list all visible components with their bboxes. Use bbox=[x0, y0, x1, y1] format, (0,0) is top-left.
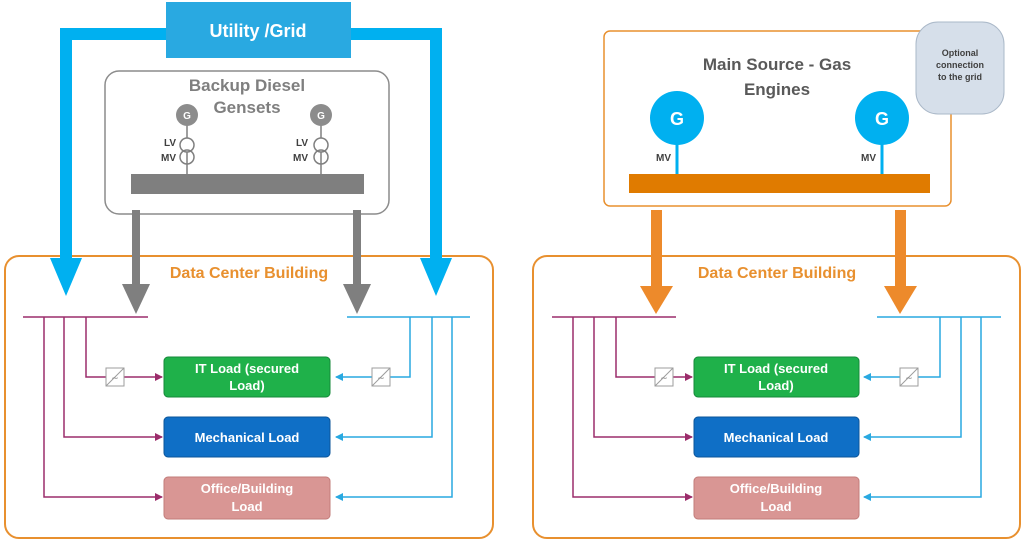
mv-label: MV bbox=[293, 153, 308, 164]
optional-grid-connection bbox=[915, 21, 1005, 115]
backup-gensets-title-2: Gensets bbox=[213, 98, 280, 117]
left-building-frame bbox=[4, 255, 494, 539]
mv-label: MV bbox=[656, 153, 671, 164]
svg-text:Office/Building: Office/Building bbox=[730, 481, 823, 496]
diesel-genset-1: G LV MV bbox=[161, 104, 198, 174]
right-building-frame bbox=[532, 255, 1021, 539]
svg-text:Load): Load) bbox=[229, 378, 264, 393]
utility-grid-label: Utility /Grid bbox=[209, 21, 306, 41]
svg-text:Load: Load bbox=[231, 499, 262, 514]
transformer-icon bbox=[313, 137, 329, 153]
svg-text:~: ~ bbox=[111, 374, 119, 384]
generator-icon bbox=[310, 104, 332, 126]
svg-text:to the grid: to the grid bbox=[938, 72, 982, 82]
svg-text:~: ~ bbox=[905, 374, 913, 384]
diesel-busbar bbox=[131, 174, 364, 194]
generator-icon bbox=[855, 91, 909, 145]
utility-grid-box bbox=[166, 2, 351, 58]
svg-text:Load: Load bbox=[760, 499, 791, 514]
left-blue-distribution bbox=[335, 316, 470, 501]
left-mechanical-load: Mechanical Load bbox=[163, 416, 331, 458]
utility-arrow-right bbox=[420, 258, 452, 296]
svg-text:~: ~ bbox=[377, 374, 385, 384]
right-building-title: Data Center Building bbox=[698, 265, 856, 282]
generator-letter: G bbox=[875, 109, 889, 129]
generator-letter: G bbox=[317, 111, 325, 122]
ups-converter-icon: ~ bbox=[654, 367, 674, 387]
gas-feed-arrows bbox=[640, 210, 917, 314]
utility-arrow-left bbox=[50, 258, 82, 296]
svg-text:Load): Load) bbox=[758, 378, 793, 393]
gas-generator-2: G MV bbox=[855, 91, 909, 176]
svg-text:IT Load (secured: IT Load (secured bbox=[724, 361, 828, 376]
diesel-feed-arrows bbox=[122, 210, 371, 314]
left-purple-distribution bbox=[23, 316, 163, 501]
right-it-load: IT Load (secured Load) bbox=[693, 356, 860, 398]
mv-label: MV bbox=[161, 153, 176, 164]
right-office-load: Office/Building Load bbox=[693, 476, 860, 520]
left-diagram: Data Center Building Utility /Grid Backu… bbox=[4, 2, 494, 539]
right-diagram: Main Source - Gas Engines Optional conne… bbox=[532, 21, 1021, 539]
ups-converter-icon: ~ bbox=[105, 367, 125, 387]
lv-label: LV bbox=[296, 138, 308, 149]
mv-label: MV bbox=[861, 153, 876, 164]
gas-engines-box bbox=[603, 30, 952, 207]
generator-letter: G bbox=[670, 109, 684, 129]
right-mechanical-load: Mechanical Load bbox=[693, 416, 860, 458]
generator-letter: G bbox=[183, 111, 191, 122]
utility-feed-lines bbox=[50, 28, 452, 296]
svg-text:IT Load (secured: IT Load (secured bbox=[195, 361, 299, 376]
ups-converter-icon: ~ bbox=[899, 367, 919, 387]
gas-generator-1: G MV bbox=[650, 91, 704, 176]
transformer-icon bbox=[179, 137, 195, 153]
generator-icon bbox=[176, 104, 198, 126]
svg-text:Optional: Optional bbox=[942, 48, 979, 58]
generator-icon bbox=[650, 91, 704, 145]
gas-busbar bbox=[629, 174, 930, 193]
svg-text:Office/Building: Office/Building bbox=[201, 481, 294, 496]
svg-text:Mechanical Load: Mechanical Load bbox=[724, 430, 829, 445]
gas-engines-title-1: Main Source - Gas bbox=[703, 55, 851, 74]
diesel-genset-2: G LV MV bbox=[293, 104, 332, 174]
gas-engines-title-2: Engines bbox=[744, 80, 810, 99]
backup-gensets-title-1: Backup Diesel bbox=[189, 76, 305, 95]
left-it-load: IT Load (secured Load) bbox=[163, 356, 331, 398]
ups-converter-icon: ~ bbox=[371, 367, 391, 387]
svg-text:Mechanical Load: Mechanical Load bbox=[195, 430, 300, 445]
svg-text:connection: connection bbox=[936, 60, 984, 70]
right-blue-distribution bbox=[863, 316, 1001, 501]
right-purple-distribution bbox=[552, 316, 693, 501]
lv-label: LV bbox=[164, 138, 176, 149]
svg-text:~: ~ bbox=[660, 374, 668, 384]
left-building-title: Data Center Building bbox=[170, 265, 328, 282]
left-office-load: Office/Building Load bbox=[163, 476, 331, 520]
